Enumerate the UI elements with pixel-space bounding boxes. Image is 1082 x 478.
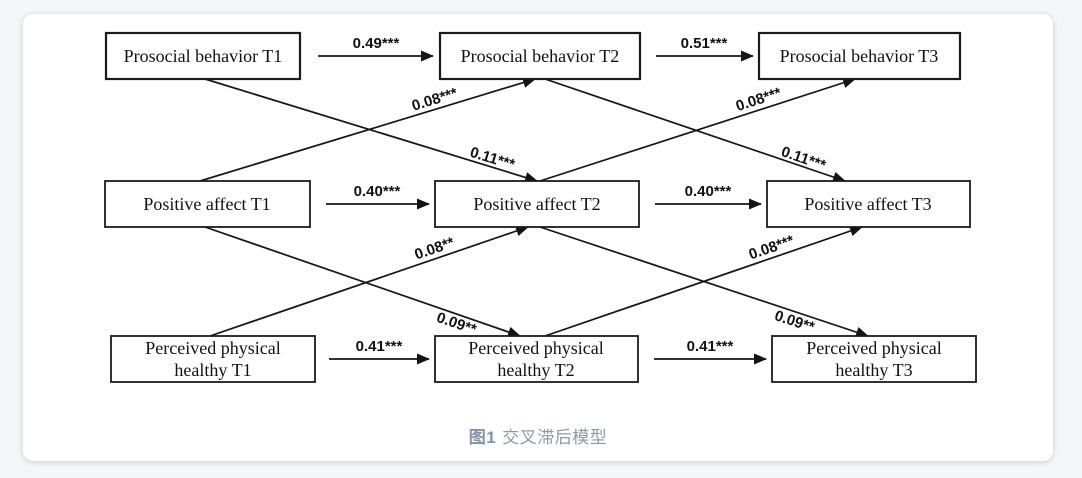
path-coefficient: 0.41*** — [356, 338, 403, 355]
box-label-line1: Perceived physical — [806, 338, 941, 358]
figure-card: 0.08*** 0.11*** 0.08*** 0.11*** 0.08** 0… — [23, 14, 1053, 461]
path-prosocial-t1-to-positive-affect-t2 — [204, 78, 538, 183]
box-label: Positive affect T3 — [804, 194, 931, 214]
box-perceived-healthy-t1: Perceived physical healthy T1 — [110, 335, 316, 383]
box-label: Prosocial behavior T1 — [124, 46, 283, 66]
box-border — [434, 335, 639, 383]
path-perceived-healthy-t1-to-positive-affect-t2 — [209, 225, 529, 337]
box-border — [110, 335, 316, 383]
box-prosocial-t3: Prosocial behavior T3 — [757, 31, 962, 81]
box-label: Positive affect T1 — [143, 194, 270, 214]
path-coefficient: 0.11*** — [468, 144, 517, 174]
box-label: Prosocial behavior T2 — [461, 46, 620, 66]
box-label: Positive affect T2 — [473, 194, 600, 214]
box-perceived-healthy-t2: Perceived physical healthy T2 — [434, 335, 639, 383]
path-coefficient: 0.41*** — [687, 338, 734, 355]
path-coefficient: 0.40*** — [685, 183, 732, 200]
box-label-line1: Perceived physical — [468, 338, 603, 358]
box-positive-affect-t3: Positive affect T3 — [766, 180, 971, 228]
figure-caption-text: 交叉滞后模型 — [502, 428, 608, 447]
box-border — [104, 180, 311, 228]
box-border — [766, 180, 971, 228]
box-border — [438, 31, 642, 81]
box-positive-affect-t2: Positive affect T2 — [434, 180, 640, 228]
stability-paths: 0.49*** 0.51*** 0.40*** 0.40*** 0.41*** … — [318, 35, 767, 365]
box-label-line2: healthy T2 — [497, 360, 574, 380]
box-border — [434, 180, 640, 228]
path-coefficient: 0.11*** — [779, 143, 828, 174]
box-label-line1: Perceived physical — [145, 338, 280, 358]
box-prosocial-t1: Prosocial behavior T1 — [104, 31, 302, 81]
figure-caption: 图1 交叉滞后模型 — [23, 423, 1053, 448]
path-coefficient: 0.49*** — [353, 35, 400, 52]
box-positive-affect-t1: Positive affect T1 — [104, 180, 311, 228]
cross-lagged-model-diagram: 0.08*** 0.11*** 0.08*** 0.11*** 0.08** 0… — [104, 31, 977, 383]
path-coefficient: 0.40*** — [354, 183, 401, 200]
box-prosocial-t2: Prosocial behavior T2 — [438, 31, 642, 81]
box-perceived-healthy-t3: Perceived physical healthy T3 — [771, 335, 977, 383]
box-label-line2: healthy T1 — [174, 360, 251, 380]
box-border — [757, 31, 962, 81]
box-label-line2: healthy T3 — [835, 360, 912, 380]
path-positive-affect-t1-to-prosocial-t2 — [199, 77, 536, 182]
path-prosocial-t2-to-positive-affect-t3 — [544, 78, 846, 183]
path-positive-affect-t1-to-perceived-healthy-t2 — [204, 226, 521, 338]
path-coefficient: 0.51*** — [681, 35, 728, 52]
box-label: Prosocial behavior T3 — [780, 46, 939, 66]
variable-boxes: Prosocial behavior T1 Prosocial behavior… — [104, 31, 977, 383]
figure-caption-label: 图1 — [468, 428, 497, 447]
path-positive-affect-t2-to-perceived-healthy-t3 — [539, 226, 869, 338]
box-border — [771, 335, 977, 383]
box-border — [104, 31, 302, 81]
